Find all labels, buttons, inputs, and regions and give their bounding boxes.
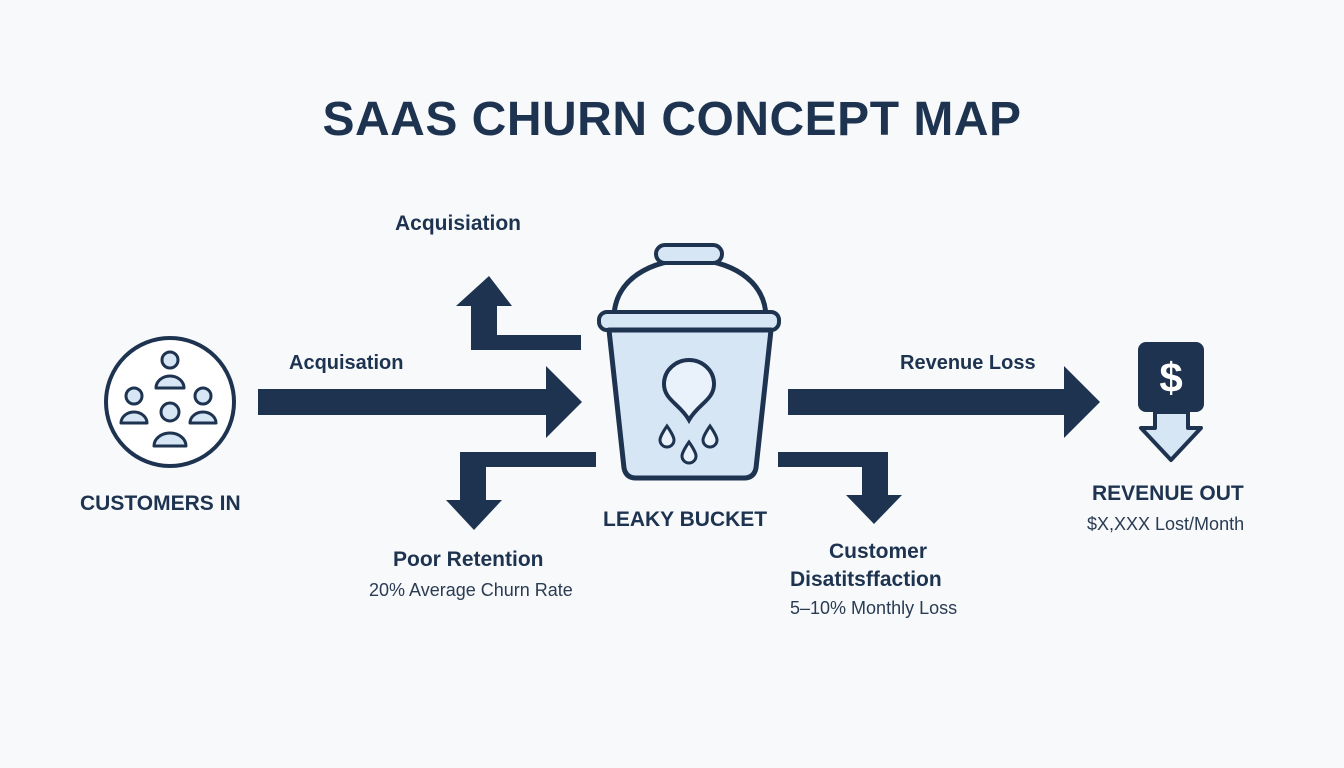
dollar-symbol: $ — [1159, 354, 1182, 401]
acquisition-in-label: Acquisation — [289, 352, 404, 374]
customers-in-label: CUSTOMERS IN — [80, 492, 241, 515]
poor-retention-arrow — [446, 452, 596, 530]
dissatisfaction-sublabel: 5–10% Monthly Loss — [790, 598, 958, 618]
leaky-bucket-label: LEAKY BUCKET — [603, 508, 768, 531]
dissatisfaction-arrow — [778, 452, 902, 524]
page-title: SAAS CHURN CONCEPT MAP — [322, 93, 1022, 146]
revenue-loss-label: Revenue Loss — [900, 352, 1036, 374]
revenue-out-sublabel: $X,XXX Lost/Month — [1087, 514, 1245, 534]
poor-retention-label: Poor Retention — [393, 548, 544, 571]
dollar-down-icon: $ — [1138, 342, 1204, 462]
leaky-bucket-icon — [597, 243, 781, 481]
revenue-out-label: REVENUE OUT — [1092, 482, 1244, 505]
revenue-loss-arrow — [788, 366, 1100, 438]
dissatisfaction-label-line1: Customer — [828, 540, 928, 563]
dissatisfaction-label-line2: Disatitsffaction — [790, 568, 942, 591]
acquisition-up-label: Acquisiation — [395, 212, 522, 235]
customers-group-icon — [104, 336, 236, 468]
poor-retention-sublabel: 20% Average Churn Rate — [369, 580, 573, 600]
acquisition-in-arrow — [258, 366, 582, 438]
acquisition-up-arrow — [456, 276, 581, 350]
